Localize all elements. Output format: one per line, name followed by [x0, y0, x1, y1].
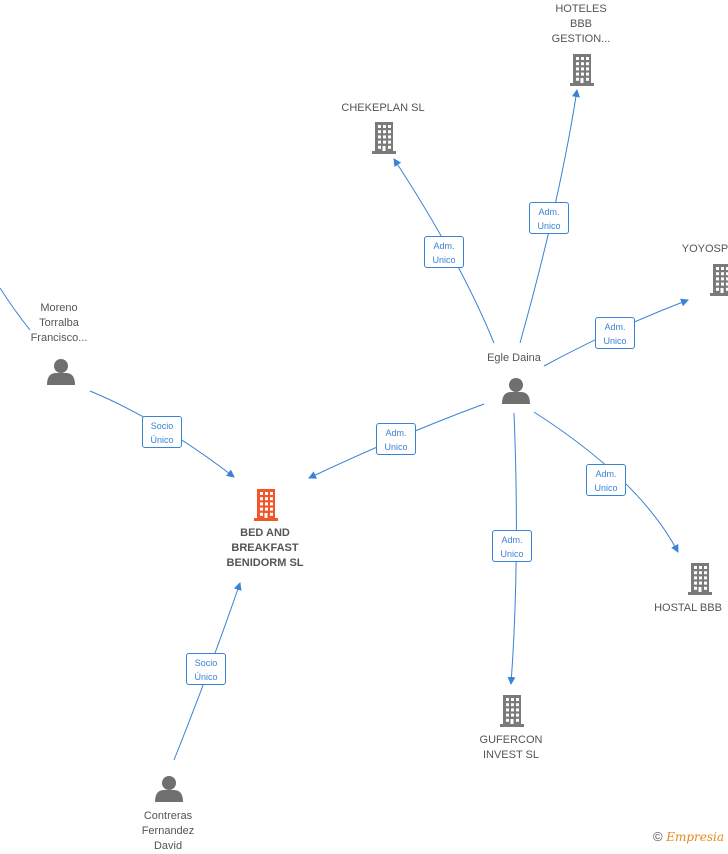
- node-label-hostal[interactable]: HOSTAL BBB: [654, 602, 722, 614]
- node-label-egle[interactable]: Egle Daina: [487, 352, 541, 364]
- node-label-moreno[interactable]: Moreno Torralba Francisco...: [30, 302, 88, 344]
- node-label-yoyosp[interactable]: YOYOSP: [681, 243, 728, 255]
- hoteles-building-icon[interactable]: [570, 54, 594, 86]
- node-label-chekeplan[interactable]: CHEKEPLAN SL: [341, 102, 425, 114]
- copyright-symbol: ©: [652, 829, 663, 844]
- edge-label-egle-gufercon[interactable]: Adm. Unico: [492, 530, 532, 562]
- edge-label-egle-hostal[interactable]: Adm. Unico: [586, 464, 626, 496]
- edge-label-egle-hoteles[interactable]: Adm. Unico: [529, 202, 569, 234]
- edge-label-contreras-bed[interactable]: Socio Único: [186, 653, 226, 685]
- node-label-contreras[interactable]: Contreras Fernandez David: [141, 810, 195, 852]
- yoyosp-building-icon[interactable]: [710, 264, 728, 296]
- edge-label-egle-bed[interactable]: Adm. Unico: [376, 423, 416, 455]
- moreno-person-icon[interactable]: [47, 359, 75, 385]
- chekeplan-building-icon[interactable]: [372, 122, 396, 154]
- edge-label-egle-chekeplan[interactable]: Adm. Unico: [424, 236, 464, 268]
- watermark: © Empresia: [653, 829, 724, 844]
- contreras-person-icon[interactable]: [155, 776, 183, 802]
- edge-offscreen-moreno: [0, 287, 31, 331]
- node-label-bed[interactable]: BED AND BREAKFAST BENIDORM SL: [226, 527, 304, 569]
- edge-label-moreno-bed[interactable]: Socio Único: [142, 416, 182, 448]
- hostal-building-icon[interactable]: [688, 563, 712, 595]
- bed-building-icon[interactable]: [254, 489, 278, 521]
- gufercon-building-icon[interactable]: [500, 695, 524, 727]
- brand-logo-text: Empresia: [666, 830, 724, 844]
- egle-person-icon[interactable]: [502, 378, 530, 404]
- node-label-hoteles[interactable]: HOTELES BBB GESTION...: [551, 3, 611, 45]
- edge-label-egle-yoyosp[interactable]: Adm. Unico: [595, 317, 635, 349]
- node-label-gufercon[interactable]: GUFERCON INVEST SL: [479, 734, 543, 761]
